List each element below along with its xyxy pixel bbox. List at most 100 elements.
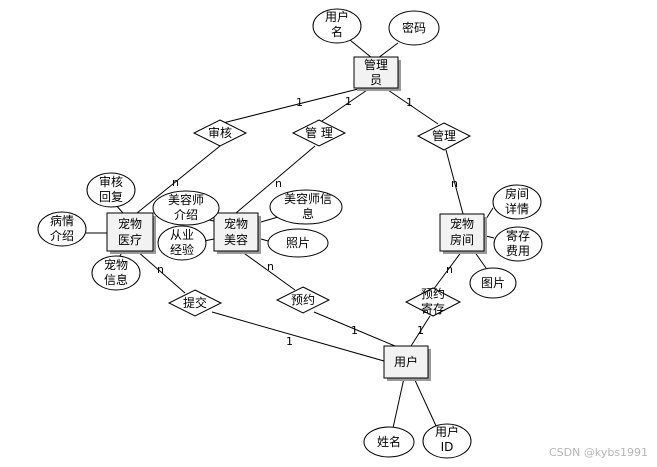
attr-username: 用户 名 [312,8,362,44]
attr-photo-label: 照片 [286,236,310,250]
attr-condition-intro-line2: 介绍 [50,229,74,243]
edge-username-admin [349,39,373,59]
edge-beauty-reserve [240,250,296,291]
edge-review-medical [136,145,221,214]
attr-condition-intro: 病情 介绍 [37,211,87,247]
attr-beautician-info-line1: 美容师信 [284,191,332,206]
attr-room-detail-line1: 房间 [505,186,529,201]
attr-beautician-intro-line2: 介绍 [174,208,198,222]
entity-pet-room: 宠物 房间 [439,213,487,254]
attr-user-id-line2: ID [441,440,454,454]
attr-password: 密码 [388,10,440,46]
card-admin-review: 1 [296,96,303,109]
rel-submit: 提交 [167,289,223,317]
attr-beautician-info: 美容师信 息 [269,189,343,225]
attr-room-detail-line2: 详情 [505,201,529,216]
card-review-medical: n [172,176,179,189]
entity-admin: 管理 员 [353,56,401,91]
rel-reserve-boarding-line1: 预约 [421,286,445,301]
entity-pet-room-line1: 宠物 [450,216,474,231]
edge-userid-user [413,377,438,429]
edge-admin-manage-beauty [321,87,371,122]
attr-photo: 照片 [267,228,329,258]
attr-user-id: 用户 ID [422,423,472,459]
card-reserve-boarding-user: 1 [417,324,424,337]
rel-manage-beauty: 管 理 [291,119,347,147]
rel-manage-room-label: 管理 [432,128,456,143]
card-reserve-user: 1 [351,324,358,337]
attr-boarding-fee-line2: 费用 [506,244,530,258]
rel-manage-room: 管理 [416,122,472,151]
entity-pet-medical-line2: 医疗 [118,233,142,247]
edge-boarding-fee-room [485,235,495,239]
edge-room-detail-room [485,207,494,220]
entity-pet-beauty: 宠物 美容 [213,212,261,254]
attr-pet-info-line2: 信息 [104,272,128,287]
attr-beautician-intro-line1: 美容师 [168,192,204,207]
rel-reserve: 预约 [275,286,331,314]
edge-password-admin [377,42,399,59]
edge-reserve-user [313,311,396,347]
entity-admin-line2: 员 [370,73,382,87]
rel-reserve-boarding: 预约 寄存 [404,286,462,317]
attr-room-detail: 房间 详情 [492,184,542,220]
attr-review-reply: 审核 回复 [86,172,136,208]
card-admin-manage-room: 1 [406,96,413,109]
attr-review-reply-line1: 审核 [99,174,123,189]
edge-manage-room-room [445,149,464,215]
edge-submit-user [211,311,385,362]
edge-admin-manage-room [384,87,439,125]
entity-pet-room-line2: 房间 [450,232,474,247]
edge-name-user [392,377,405,429]
attr-boarding-fee: 寄存 费用 [493,226,543,262]
attr-beautician-intro: 美容师 介绍 [152,190,220,226]
card-manage-room-n: n [451,177,458,190]
edge-beautician-info-beauty [260,216,279,223]
cardinalities: 1 1 1 n n n n n n 1 1 1 [157,95,458,348]
rel-review-label: 审核 [208,125,232,140]
attr-pet-info-line1: 宠物 [104,257,128,272]
entity-admin-line1: 管理 [364,57,388,72]
attr-pet-info: 宠物 信息 [91,255,141,291]
attr-condition-intro-line1: 病情 [50,213,74,228]
rel-review: 审核 [192,119,248,147]
attr-beautician-info-line2: 息 [302,206,314,221]
card-manage-beauty-n: n [275,177,282,190]
edge-room-reserve-boarding [432,250,463,291]
entity-user-label: 用户 [394,354,418,369]
attr-user-id-line1: 用户 [435,424,459,439]
edge-manage-beauty-beauty [235,145,316,214]
attr-name: 姓名 [363,426,415,458]
attr-password-label: 密码 [402,20,426,35]
entity-pet-medical: 宠物 医疗 [106,212,156,254]
attr-experience-line1: 从业 [170,228,194,242]
entity-pet-beauty-line2: 美容 [224,232,248,247]
card-medical-submit: n [157,263,164,276]
rel-reserve-label: 预约 [291,292,315,307]
rel-manage-beauty-label: 管 理 [305,125,333,140]
attr-picture: 图片 [469,267,517,299]
edge-reserve-boarding-user [410,315,431,347]
attr-username-line1: 用户 [325,9,349,24]
rel-reserve-boarding-line2: 寄存 [421,301,445,316]
entity-pet-medical-line1: 宠物 [118,216,142,231]
attr-picture-label: 图片 [481,276,505,290]
card-submit-user: 1 [286,335,293,348]
attr-experience-line2: 经验 [170,242,194,257]
attr-review-reply-line2: 回复 [99,190,123,204]
attr-boarding-fee-line1: 寄存 [506,228,530,243]
watermark: CSDN @kybs1991 [549,446,648,459]
edge-medical-submit [136,250,186,294]
card-room-reserve-boarding: n [446,263,453,276]
card-admin-manage-beauty: 1 [345,95,352,108]
entity-pet-beauty-line1: 宠物 [224,216,248,231]
attr-experience: 从业 经验 [157,225,207,261]
attr-name-label: 姓名 [377,434,401,449]
attr-username-line2: 名 [331,24,343,39]
edge-admin-review [222,87,363,124]
rel-submit-label: 提交 [183,295,207,310]
entity-user: 用户 [383,345,431,381]
edge-photo-beauty [260,238,269,242]
card-beauty-reserve: n [267,260,274,273]
